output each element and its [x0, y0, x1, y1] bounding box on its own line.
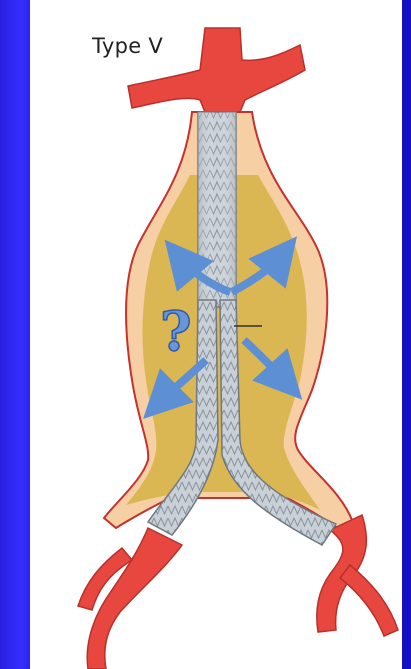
iliac-arteries [78, 515, 398, 669]
aortic-arch-branches [128, 28, 305, 112]
question-mark: ? [160, 299, 192, 363]
